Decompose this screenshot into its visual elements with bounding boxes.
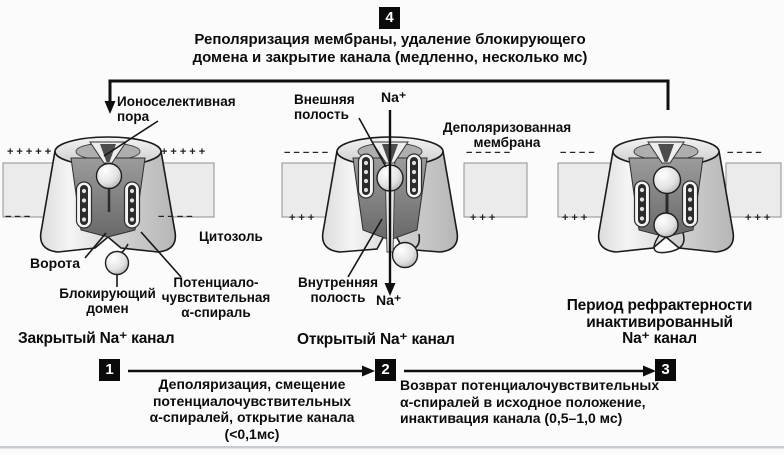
blocking-domain-ball — [104, 250, 130, 276]
pore-pointer — [103, 120, 159, 157]
helix-pointer — [140, 231, 182, 278]
blocking-domain-ball — [391, 241, 419, 269]
blocking-domain-ball — [653, 212, 679, 238]
charge-row: −−−−− — [466, 147, 514, 159]
gate-label: Ворота — [30, 255, 81, 271]
blocking-domain-label: Блокирующий домен — [59, 286, 156, 316]
voltage-helix-right — [405, 153, 423, 199]
charge-row: +++ — [562, 212, 591, 224]
state-inactivated-label: Период рефрактерности инактивированный N… — [566, 297, 753, 347]
open-channel-illustration — [321, 110, 459, 296]
pore-plug-ball — [95, 162, 123, 190]
state-open-label: Открытый Na⁺ канал — [297, 331, 455, 348]
pore-plug-ball — [652, 165, 682, 195]
step-4-badge: 4 — [379, 7, 400, 29]
charge-row: +++ — [470, 212, 499, 224]
voltage-helix-left — [633, 180, 651, 228]
tether-loop — [653, 232, 685, 254]
outer-cavity-label: Внешняя полость — [294, 92, 355, 122]
transition-2-3-caption: Возврат потенциалочувствительных α-спира… — [400, 377, 660, 426]
transition-1-2-caption: Деполяризация, смещение потенциалочувств… — [149, 376, 355, 442]
charge-row: −−−− — [727, 147, 765, 159]
charge-row: +++ — [745, 212, 774, 224]
charge-row: +++++ — [7, 146, 55, 158]
voltage-helix-right — [123, 181, 141, 229]
charge-row: −−−− — [560, 147, 598, 159]
repolarization-arrow — [104, 79, 670, 114]
step-2-badge: 2 — [375, 359, 396, 381]
page-divider — [0, 446, 784, 449]
closed-channel-illustration — [39, 136, 177, 276]
repolarization-caption: Реполяризация мембраны, удаление блокиру… — [192, 31, 588, 66]
outer-cavity-pointer — [358, 117, 387, 168]
voltage-helix-label: Потенциало- чувствительная α-спираль — [161, 275, 271, 320]
state-closed-label: Закрытый Na⁺ канал — [18, 330, 175, 347]
inactivated-channel-illustration — [597, 136, 735, 254]
step-1-badge: 1 — [99, 359, 120, 381]
step-3-badge: 3 — [655, 359, 676, 381]
na-ion-top-label: Na⁺ — [381, 89, 407, 105]
label-pointer-lines — [84, 117, 387, 287]
inner-cavity-label: Внутренняя полость — [297, 275, 378, 305]
charge-row: +++++ — [161, 146, 209, 158]
charge-row: −−−− — [158, 211, 196, 223]
voltage-helix-right — [681, 180, 699, 228]
pore-label: Ионоселективная пора — [117, 94, 236, 124]
voltage-helix-left — [357, 153, 375, 199]
charge-row: −−− — [5, 211, 34, 223]
charge-row: +++ — [289, 212, 318, 224]
na-ion-bottom-label: Na⁺ — [376, 292, 402, 308]
depolarized-membrane-label: Деполяризованная мембрана — [442, 120, 572, 150]
voltage-helix-left — [75, 181, 93, 229]
inner-cavity-pointer — [347, 218, 383, 278]
gate-pointer — [84, 232, 107, 259]
cytosol-label: Цитозоль — [199, 229, 263, 244]
charge-row: −−−−− — [284, 147, 332, 159]
